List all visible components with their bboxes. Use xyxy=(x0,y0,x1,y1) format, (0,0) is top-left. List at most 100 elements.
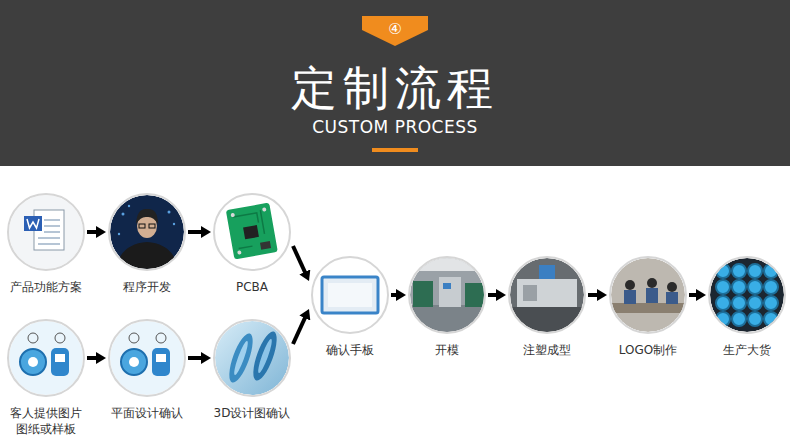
flat-design xyxy=(152,348,170,376)
circuit-board-photo xyxy=(215,195,289,269)
step-label: 生产大货 xyxy=(723,342,771,358)
page-title: 定制流程 xyxy=(0,65,790,111)
process-step: 3D设计图确认 xyxy=(212,318,292,421)
mass-production xyxy=(716,264,778,326)
injection-machine xyxy=(517,279,577,307)
customer-drawing xyxy=(9,321,83,395)
circuit-board-photo xyxy=(215,195,289,269)
circle-ring xyxy=(214,194,290,270)
injection-machine xyxy=(507,258,587,335)
flat-design xyxy=(156,354,166,362)
english-subtitle: CUSTOM PROCESS xyxy=(0,118,790,136)
step-circle xyxy=(107,318,187,398)
process-step: LOGO制作 xyxy=(608,255,688,358)
step-circle xyxy=(507,255,587,335)
step-circle xyxy=(212,318,292,398)
logo-printing xyxy=(608,258,688,332)
process-step: 平面设计确认 xyxy=(107,318,187,421)
logo-printing xyxy=(608,303,688,313)
flat-design xyxy=(110,321,184,395)
process-step: 生产大货 xyxy=(707,255,787,358)
step-circle xyxy=(212,192,292,272)
flow-arrow xyxy=(689,293,700,297)
mould-workshop xyxy=(413,281,433,307)
step-label: 注塑成型 xyxy=(523,342,571,358)
circle-ring xyxy=(409,257,485,333)
logo-printing xyxy=(646,288,658,303)
step-circle xyxy=(608,255,688,335)
step-circle xyxy=(707,255,787,335)
programmer-photo xyxy=(118,233,120,235)
mass-production xyxy=(748,296,762,310)
mould-workshop xyxy=(407,255,487,335)
step-label: PCBA xyxy=(236,279,268,295)
prototype-board xyxy=(313,258,387,332)
step-circle xyxy=(6,192,86,272)
flow-arrow xyxy=(188,356,205,360)
mass-production xyxy=(732,296,746,310)
customer-drawing xyxy=(9,321,83,395)
programmer-photo xyxy=(149,224,155,228)
injection-machine xyxy=(523,285,537,301)
mass-production xyxy=(764,296,778,310)
document-icon xyxy=(9,195,83,269)
mass-production xyxy=(716,280,730,294)
programmer-photo xyxy=(110,195,184,272)
logo-printing xyxy=(611,258,685,332)
mass-production xyxy=(710,258,784,332)
prototype-board xyxy=(313,258,387,332)
process-step: 确认手板 xyxy=(310,255,390,358)
circuit-board-photo xyxy=(226,203,278,260)
flow-arrow xyxy=(87,356,100,360)
flow-arrow xyxy=(293,314,307,344)
programmer-photo xyxy=(136,209,158,224)
3d-render xyxy=(215,321,289,395)
3d-render xyxy=(256,338,274,374)
circuit-board-photo xyxy=(237,250,242,255)
circuit-board-photo xyxy=(230,213,235,218)
step-label: 确认手板 xyxy=(326,342,374,358)
circuit-board-photo xyxy=(262,207,267,212)
mass-production xyxy=(710,258,784,332)
circuit-board-photo xyxy=(215,195,289,269)
circle-ring xyxy=(312,257,388,333)
document-icon xyxy=(24,216,42,231)
flow-arrow xyxy=(293,246,307,276)
logo-printing xyxy=(625,280,635,290)
header-band xyxy=(0,0,790,166)
mould-workshop xyxy=(439,277,461,307)
flow-arrow xyxy=(588,293,601,297)
mould-workshop xyxy=(443,283,451,289)
3d-render xyxy=(249,329,282,383)
customer-drawing xyxy=(9,321,83,395)
step-circle xyxy=(407,255,487,335)
customer-drawing xyxy=(55,354,65,362)
customer-drawing xyxy=(51,348,69,376)
logo-printing xyxy=(666,292,678,304)
circuit-board-photo xyxy=(243,225,259,239)
step-label: 客人提供图片 图纸或样板 xyxy=(6,405,86,437)
document-icon xyxy=(9,195,83,269)
flow-arrow xyxy=(188,230,205,234)
flow-arrow xyxy=(87,230,100,234)
programmer-photo xyxy=(115,242,179,272)
process-step: 程序开发 xyxy=(107,192,187,295)
circle-ring xyxy=(8,320,84,396)
process-step: PCBA xyxy=(212,192,292,295)
mass-production xyxy=(764,280,778,294)
mass-production xyxy=(716,296,730,310)
3d-render xyxy=(232,340,250,376)
flat-design xyxy=(121,349,147,375)
process-step: 注塑成型 xyxy=(507,255,587,358)
circle-ring xyxy=(109,194,185,270)
circle-ring xyxy=(509,257,585,333)
flat-design xyxy=(129,333,139,343)
prototype-board xyxy=(328,283,372,307)
programmer-photo xyxy=(168,211,171,214)
mass-production xyxy=(732,264,746,278)
flat-design xyxy=(110,321,184,395)
step-circle xyxy=(310,255,390,335)
circuit-board-photo xyxy=(260,241,271,250)
customer-drawing xyxy=(28,357,38,367)
circle-ring xyxy=(214,320,290,396)
